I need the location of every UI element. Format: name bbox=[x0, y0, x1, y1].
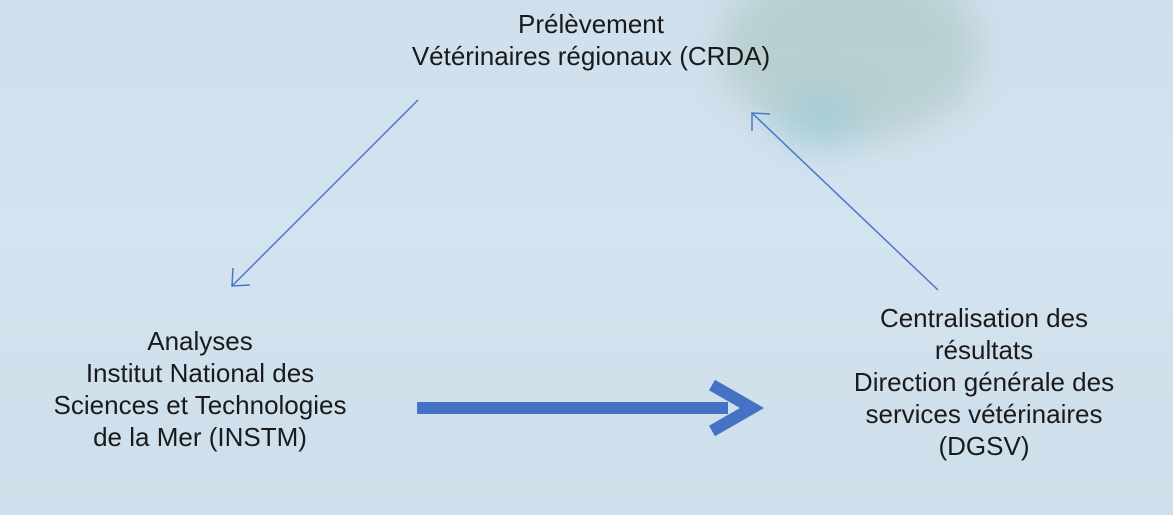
node-line: Institut National des bbox=[85, 358, 315, 388]
node-analyses: Analyses Institut National des Sciences … bbox=[0, 325, 400, 453]
node-line: Direction générale des bbox=[853, 367, 1115, 397]
node-line: services vétérinaires bbox=[865, 399, 1103, 429]
node-line: Sciences et Technologies bbox=[53, 390, 347, 420]
node-line: (DGSV) bbox=[938, 431, 1030, 461]
node-line: de la Mer (INSTM) bbox=[93, 422, 307, 452]
node-line: Vétérinaires régionaux (CRDA) bbox=[411, 41, 771, 71]
node-centralisation: Centralisation des résultats Direction g… bbox=[795, 302, 1173, 462]
arrow-right-to-top bbox=[751, 112, 939, 291]
background-blob bbox=[780, 90, 860, 150]
node-title: Prélèvement bbox=[518, 9, 664, 39]
node-line: résultats bbox=[934, 335, 1034, 365]
arrow-top-to-left bbox=[231, 99, 419, 287]
arrow-right-to-top-head bbox=[751, 112, 771, 131]
arrow-left-to-right-head bbox=[709, 379, 765, 437]
node-title: Analyses bbox=[147, 326, 253, 356]
node-prelevement: Prélèvement Vétérinaires régionaux (CRDA… bbox=[336, 8, 846, 72]
node-title: Centralisation des bbox=[879, 303, 1089, 333]
background-blob bbox=[720, 0, 980, 140]
arrow-top-to-left-head bbox=[231, 267, 251, 287]
